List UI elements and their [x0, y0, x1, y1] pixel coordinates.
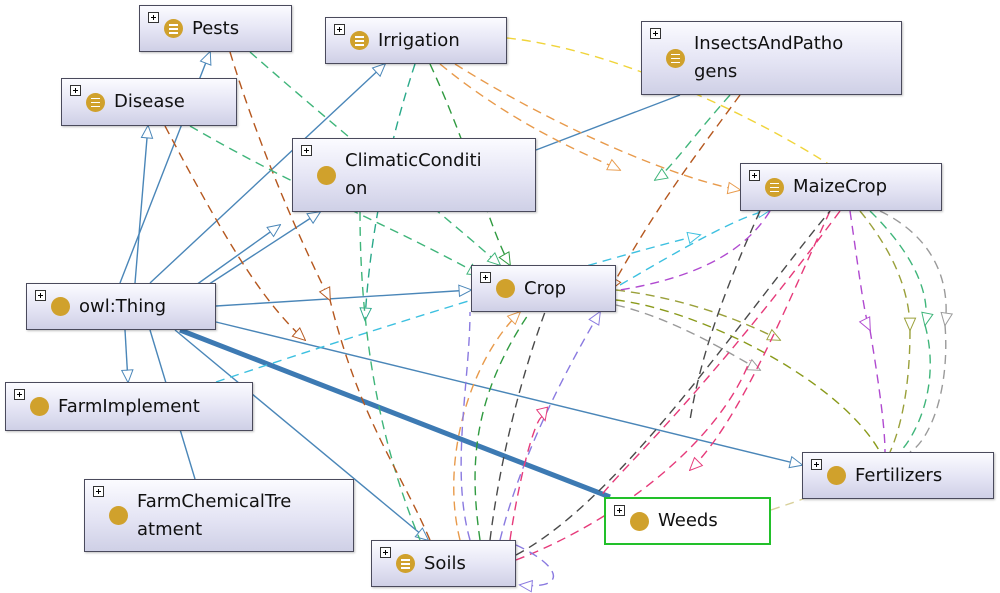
- node-climatic-condition[interactable]: ClimaticConditi on: [292, 138, 536, 212]
- node-label: Irrigation: [378, 29, 460, 51]
- property-edge: [215, 235, 700, 383]
- node-maize-crop[interactable]: MaizeCrop: [740, 163, 942, 211]
- expand-icon[interactable]: [614, 505, 625, 516]
- property-edge: [690, 210, 831, 470]
- highlight-edge: [179, 327, 611, 500]
- property-edge: [515, 210, 831, 556]
- expand-icon[interactable]: [334, 24, 345, 35]
- node-label: Pests: [192, 17, 240, 39]
- node-label: InsectsAndPatho gens: [694, 33, 844, 82]
- node-crop[interactable]: Crop: [471, 265, 616, 312]
- expand-icon[interactable]: [650, 28, 661, 39]
- property-edge: [879, 210, 946, 325]
- property-edge: [899, 324, 931, 453]
- node-label: Crop: [524, 277, 567, 299]
- defined-class-icon: [350, 31, 369, 50]
- subclass-edge: [199, 212, 320, 291]
- property-edge: [359, 211, 421, 541]
- property-edge: [515, 359, 751, 561]
- class-icon: [317, 165, 336, 185]
- node-pests[interactable]: Pests: [139, 5, 292, 52]
- node-label: Fertilizers: [855, 464, 943, 486]
- property-edge: [849, 210, 870, 330]
- subclass-edge: [215, 321, 802, 465]
- class-icon: [51, 297, 70, 316]
- node-owl-thing[interactable]: owl:Thing: [26, 283, 216, 330]
- node-farm-chemical-treatment[interactable]: FarmChemicalTre atment: [84, 479, 354, 552]
- subclass-edge: [215, 290, 471, 307]
- subclass-edge: [174, 329, 428, 540]
- class-icon: [827, 466, 846, 485]
- property-edge: [889, 329, 911, 453]
- node-insects-and-pathogens[interactable]: InsectsAndPatho gens: [641, 21, 902, 95]
- subclass-edge: [535, 94, 681, 151]
- property-edge: [909, 324, 947, 453]
- node-fertilizers[interactable]: Fertilizers: [802, 452, 994, 499]
- node-label: MaizeCrop: [793, 176, 888, 197]
- property-edge: [869, 329, 886, 453]
- property-edge: [509, 417, 545, 541]
- subclass-edge: [149, 64, 385, 284]
- property-edge: [489, 311, 546, 541]
- expand-icon[interactable]: [480, 272, 491, 283]
- property-edge: [460, 311, 471, 541]
- defined-class-icon: [666, 48, 685, 68]
- node-disease[interactable]: Disease: [61, 78, 237, 126]
- expand-icon[interactable]: [380, 547, 391, 558]
- expand-icon[interactable]: [749, 170, 760, 181]
- class-icon: [630, 511, 649, 531]
- property-edge: [655, 94, 731, 180]
- class-icon: [109, 506, 128, 525]
- node-label: FarmImplement: [58, 395, 200, 417]
- expand-icon[interactable]: [301, 145, 312, 156]
- node-label: FarmChemicalTre atment: [137, 490, 292, 540]
- property-edge: [689, 210, 761, 421]
- subclass-edge: [134, 126, 148, 284]
- defined-class-icon: [86, 92, 105, 112]
- property-edge: [454, 63, 740, 190]
- expand-icon[interactable]: [93, 486, 104, 497]
- expand-icon[interactable]: [811, 459, 822, 470]
- property-edge: [439, 63, 620, 170]
- property-edge: [619, 210, 770, 286]
- expand-icon[interactable]: [148, 12, 159, 23]
- node-weeds[interactable]: Weeds: [604, 497, 771, 545]
- property-edge: [619, 210, 771, 291]
- self-loop-edge: [515, 544, 554, 586]
- property-edge: [329, 299, 431, 541]
- expand-icon[interactable]: [14, 389, 25, 400]
- property-edge: [164, 125, 305, 340]
- node-label: ClimaticConditi on: [345, 150, 482, 199]
- property-edge: [474, 311, 531, 541]
- node-label: Soils: [424, 552, 466, 574]
- node-label: Disease: [114, 91, 185, 112]
- defined-class-icon: [765, 177, 784, 197]
- property-edge: [189, 125, 480, 275]
- property-edge: [615, 289, 780, 340]
- node-farm-implement[interactable]: FarmImplement: [5, 382, 253, 431]
- property-edge: [599, 210, 841, 498]
- property-edge: [859, 210, 910, 330]
- subclass-edge: [125, 329, 128, 382]
- node-label: owl:Thing: [79, 295, 167, 317]
- node-label: Weeds: [658, 510, 718, 531]
- node-soils[interactable]: Soils: [371, 540, 516, 587]
- class-icon: [30, 397, 49, 416]
- expand-icon[interactable]: [35, 290, 46, 301]
- property-edge: [229, 51, 330, 300]
- property-edge: [869, 210, 926, 325]
- expand-icon[interactable]: [70, 85, 81, 96]
- defined-class-icon: [396, 554, 415, 573]
- class-icon: [496, 279, 515, 298]
- property-edge: [610, 94, 741, 290]
- node-irrigation[interactable]: Irrigation: [325, 17, 507, 64]
- property-edge: [615, 304, 760, 370]
- defined-class-icon: [164, 19, 183, 38]
